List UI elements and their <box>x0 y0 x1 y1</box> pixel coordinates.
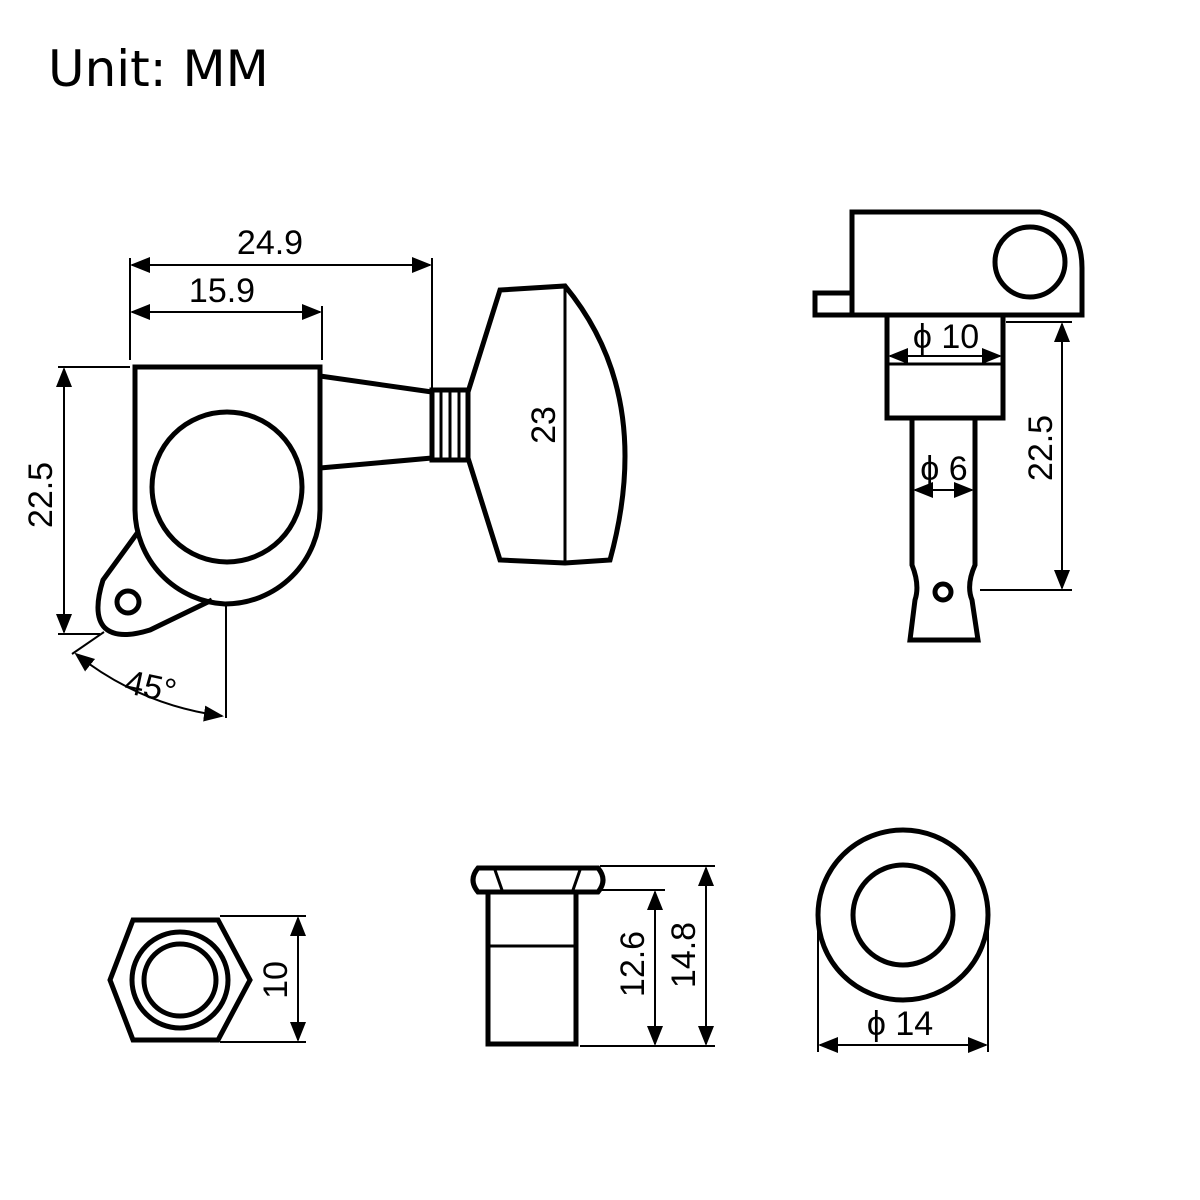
washer-view: ϕ 14 <box>815 827 991 1053</box>
side-button <box>465 283 628 566</box>
hex-nut-outer-ring <box>129 929 231 1031</box>
dim-side-body-width: 15.9 <box>189 272 255 310</box>
bushing-flange <box>470 865 606 895</box>
side-housing-body <box>132 364 323 607</box>
front-tab <box>812 290 855 318</box>
dim-nut-size: 10 <box>257 961 295 999</box>
dim-angle: 45° <box>122 663 180 711</box>
dim-bushing-inner-height: 12.6 <box>614 931 652 997</box>
dim-front-bush-dia: ϕ 10 <box>913 318 979 356</box>
front-bushing <box>884 312 1006 421</box>
side-shaft <box>319 373 433 471</box>
side-post-circle <box>149 409 305 565</box>
side-mounting-ear <box>95 530 214 637</box>
front-post-hole <box>932 581 954 603</box>
dim-front-post-dia: ϕ 6 <box>920 450 967 488</box>
washer-inner <box>850 862 956 968</box>
dim-washer-dia: ϕ 14 <box>867 1005 933 1043</box>
dim-front-height: 22.5 <box>1022 415 1060 481</box>
dim-button-height: 23 <box>525 406 563 444</box>
bushing-view: 12.6 14.8 <box>470 865 715 1047</box>
dim-side-total-width: 24.9 <box>237 224 303 262</box>
hex-nut-view: 10 <box>107 915 306 1043</box>
dim-side-height: 22.5 <box>22 462 60 528</box>
washer-outer <box>815 827 991 1003</box>
side-view: 24.9 15.9 22.5 23 45° <box>22 224 628 722</box>
front-housing <box>849 209 1085 318</box>
unit-label: Unit: MM <box>48 40 269 98</box>
hex-nut-outline <box>107 917 253 1043</box>
side-ear-hole <box>114 588 142 616</box>
hex-nut-inner-ring <box>141 941 219 1019</box>
front-view: ϕ 10 ϕ 6 22.5 <box>812 209 1085 643</box>
dim-bushing-total-height: 14.8 <box>665 922 703 988</box>
bushing-body <box>485 889 579 1047</box>
front-shaft-end <box>992 224 1068 300</box>
